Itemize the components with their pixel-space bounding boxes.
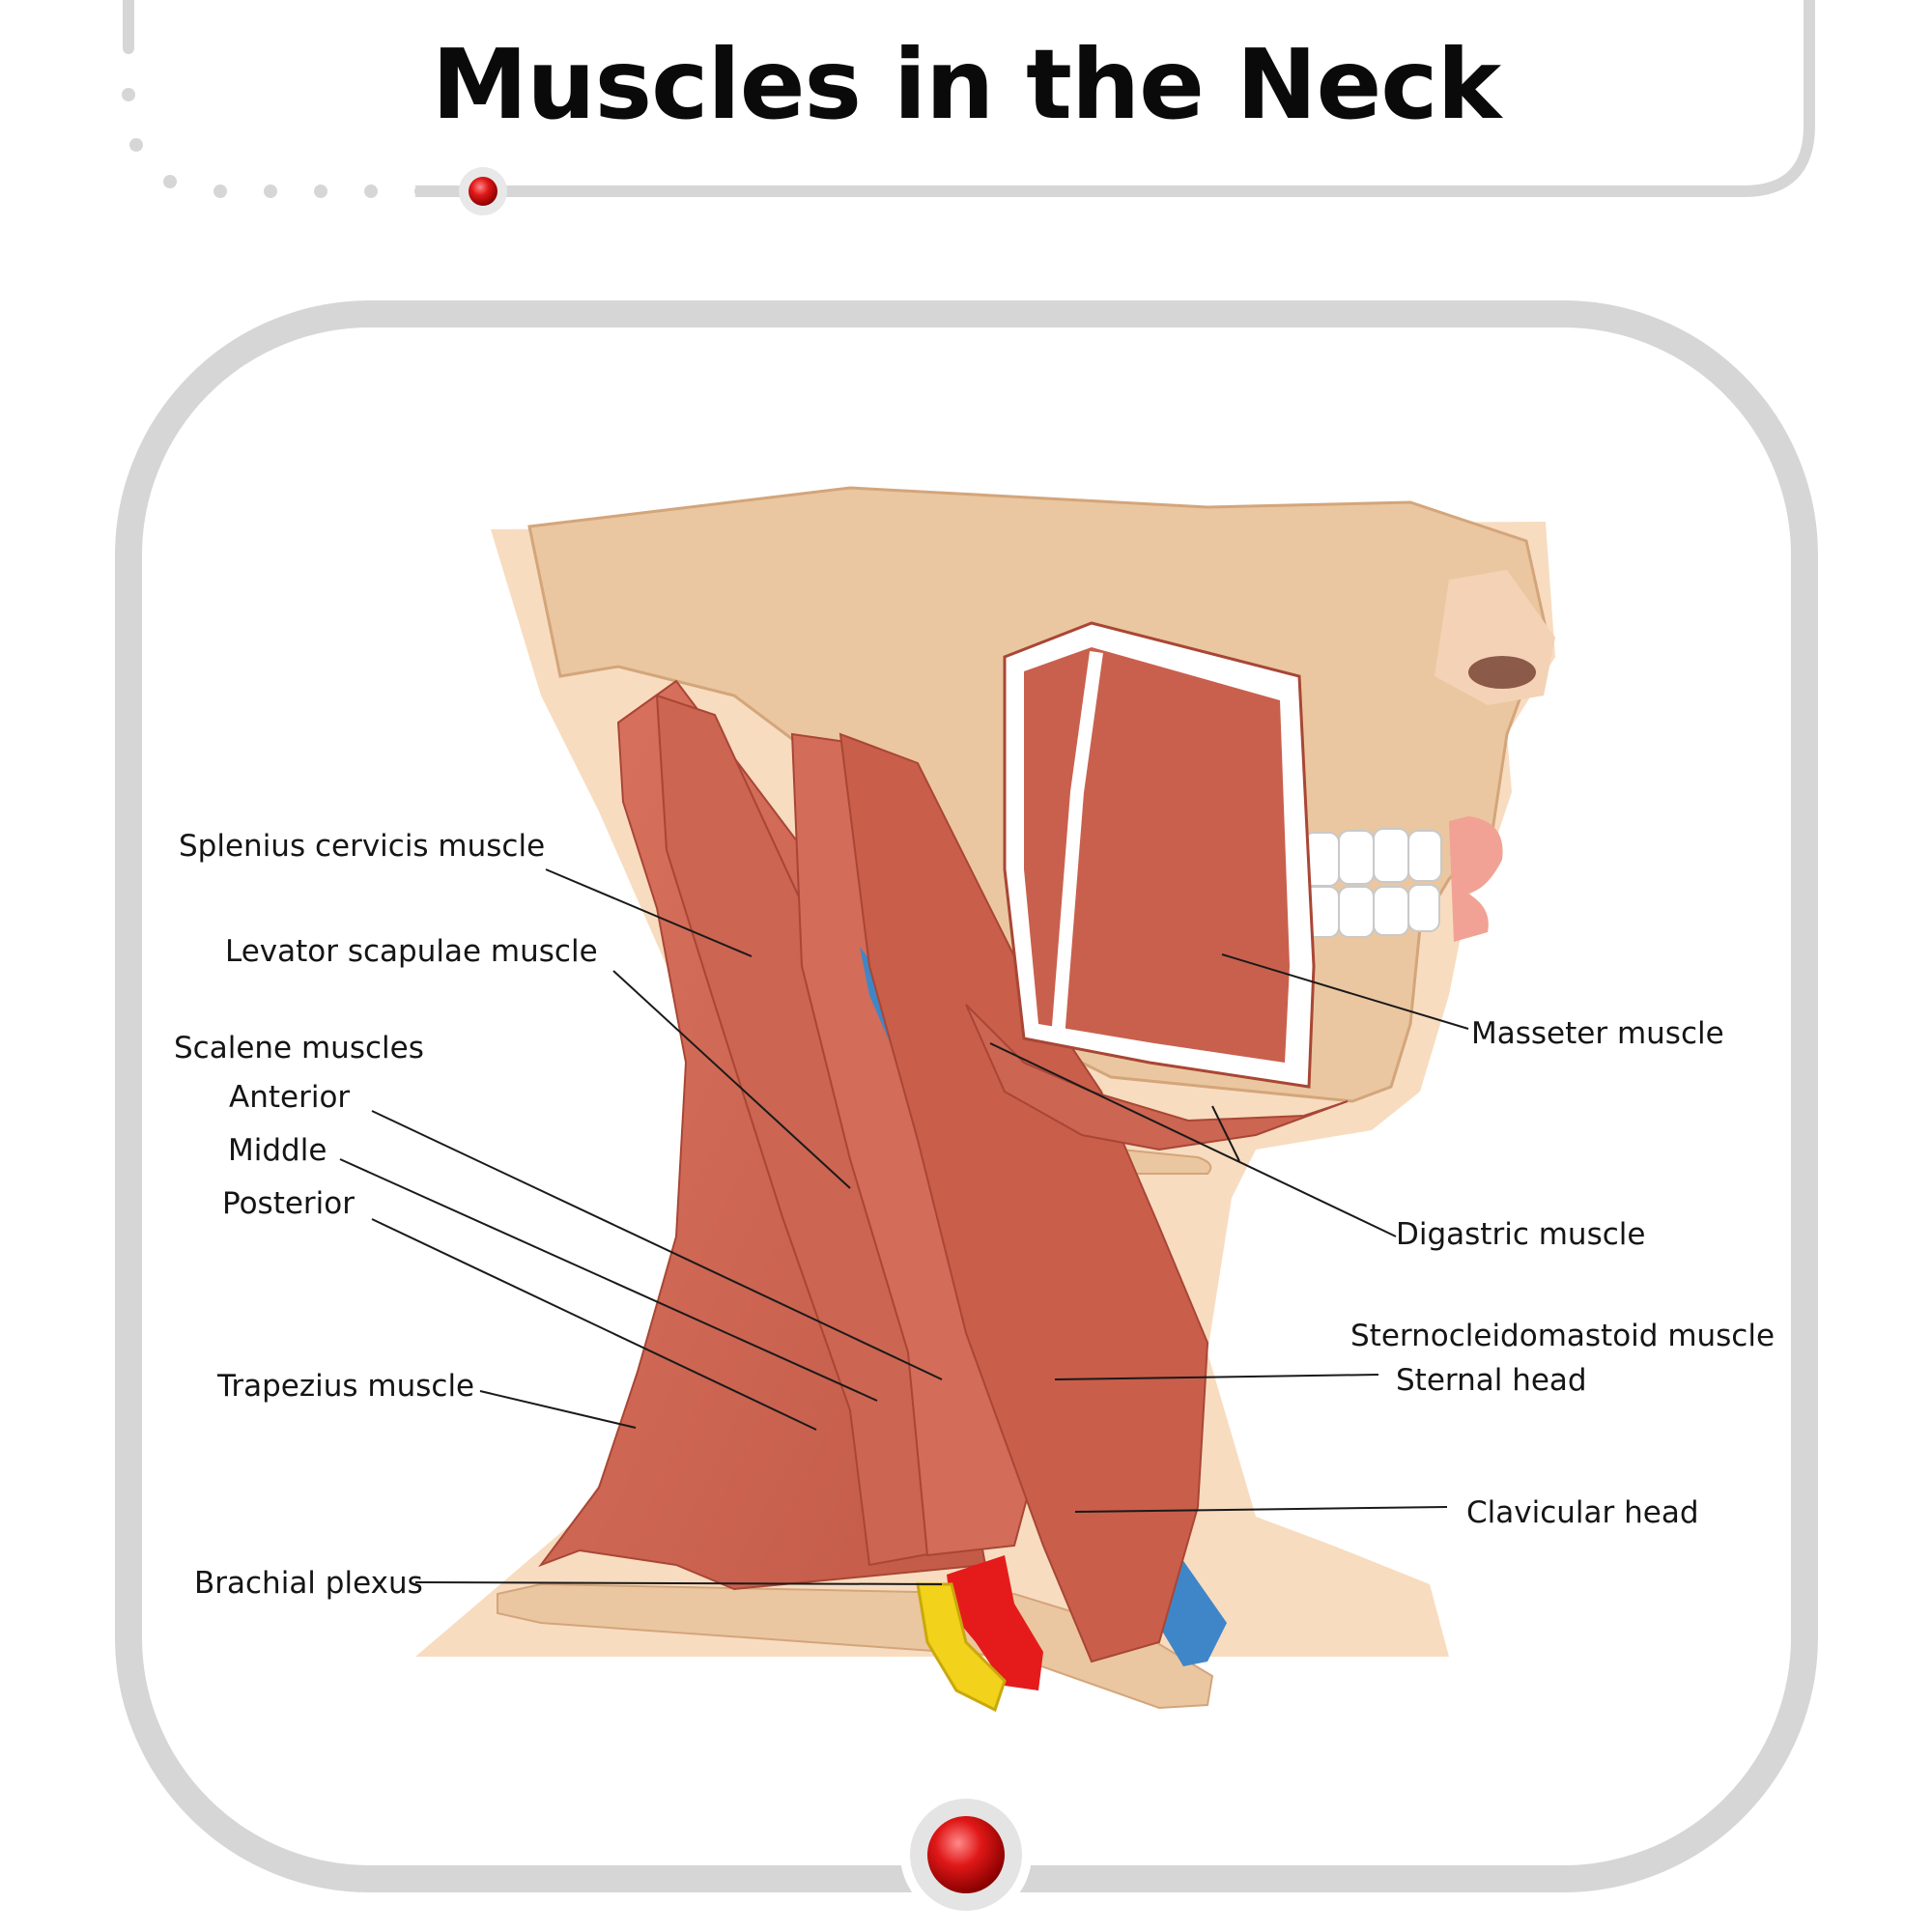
leader-posterior	[371, 1218, 817, 1431]
leader-levator	[612, 970, 851, 1189]
label-trapezius: Trapezius muscle	[217, 1369, 475, 1404]
label-clavicular-head: Clavicular head	[1466, 1495, 1699, 1530]
label-brachial-plexus: Brachial plexus	[194, 1566, 423, 1601]
header-frame	[122, 0, 1815, 198]
leader-brachial	[414, 1581, 943, 1585]
nostril	[1468, 656, 1536, 689]
leader-clavicular	[1074, 1506, 1448, 1513]
bottom-dot-marker	[900, 1789, 1032, 1920]
label-digastric: Digastric muscle	[1396, 1217, 1646, 1252]
leader-trapezius	[479, 1390, 637, 1429]
leader-sternal	[1054, 1374, 1379, 1380]
label-masseter: Masseter muscle	[1471, 1016, 1724, 1051]
leader-digastric-1	[989, 1042, 1397, 1237]
page-title: Muscles in the Neck	[431, 28, 1501, 141]
subclavian-artery	[947, 1555, 1043, 1690]
label-sternal-head: Sternal head	[1396, 1363, 1587, 1398]
digastric-muscle	[965, 1004, 1349, 1151]
label-scalene-muscles: Scalene muscles	[174, 1031, 424, 1065]
label-splenius-cervicis: Splenius cervicis muscle	[179, 829, 546, 864]
teeth	[1303, 828, 1442, 938]
clavicle	[497, 1582, 1214, 1710]
leader-splenius	[545, 868, 753, 957]
leader-middle	[339, 1158, 878, 1402]
label-scalene-posterior: Posterior	[222, 1186, 355, 1221]
brachial-plexus	[916, 1582, 1007, 1713]
neck-illustration	[415, 486, 1555, 1713]
leader-lines	[339, 868, 1469, 1585]
label-sternocleidomastoid: Sternocleidomastoid muscle	[1350, 1319, 1776, 1353]
lips	[1449, 816, 1503, 942]
label-scalene-middle: Middle	[228, 1133, 327, 1168]
label-levator-scapulae: Levator scapulae muscle	[225, 934, 598, 969]
leader-digastric-2	[1211, 1105, 1240, 1162]
label-scalene-anterior: Anterior	[229, 1080, 351, 1115]
leader-masseter	[1221, 953, 1469, 1030]
header-dot-marker	[459, 167, 507, 215]
leader-anterior	[371, 1110, 943, 1380]
